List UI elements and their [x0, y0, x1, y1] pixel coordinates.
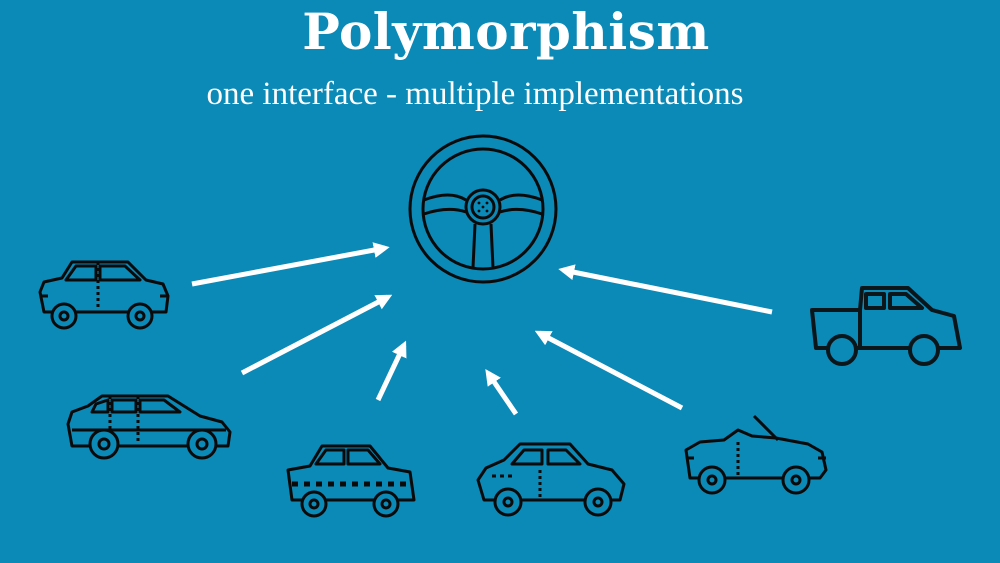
convertible-car-icon [684, 414, 828, 495]
compact-car-icon [476, 442, 626, 517]
suv-car-icon [66, 394, 232, 460]
steering-wheel-icon [408, 134, 558, 284]
page-title: Polymorphism [302, 2, 710, 61]
arrow-from-taxi [375, 340, 407, 402]
arrow-from-convertible [534, 330, 684, 411]
arrow-from-pickup [558, 264, 773, 315]
arrow-from-compact [485, 369, 519, 416]
sedan-car-icon [38, 260, 170, 330]
taxi-car-icon [286, 444, 416, 518]
page-subtitle: one interface - multiple implementations [206, 76, 744, 112]
arrow-from-suv [240, 294, 393, 376]
arrow-from-sedan [191, 242, 390, 287]
pickup-truck-icon [810, 286, 962, 366]
